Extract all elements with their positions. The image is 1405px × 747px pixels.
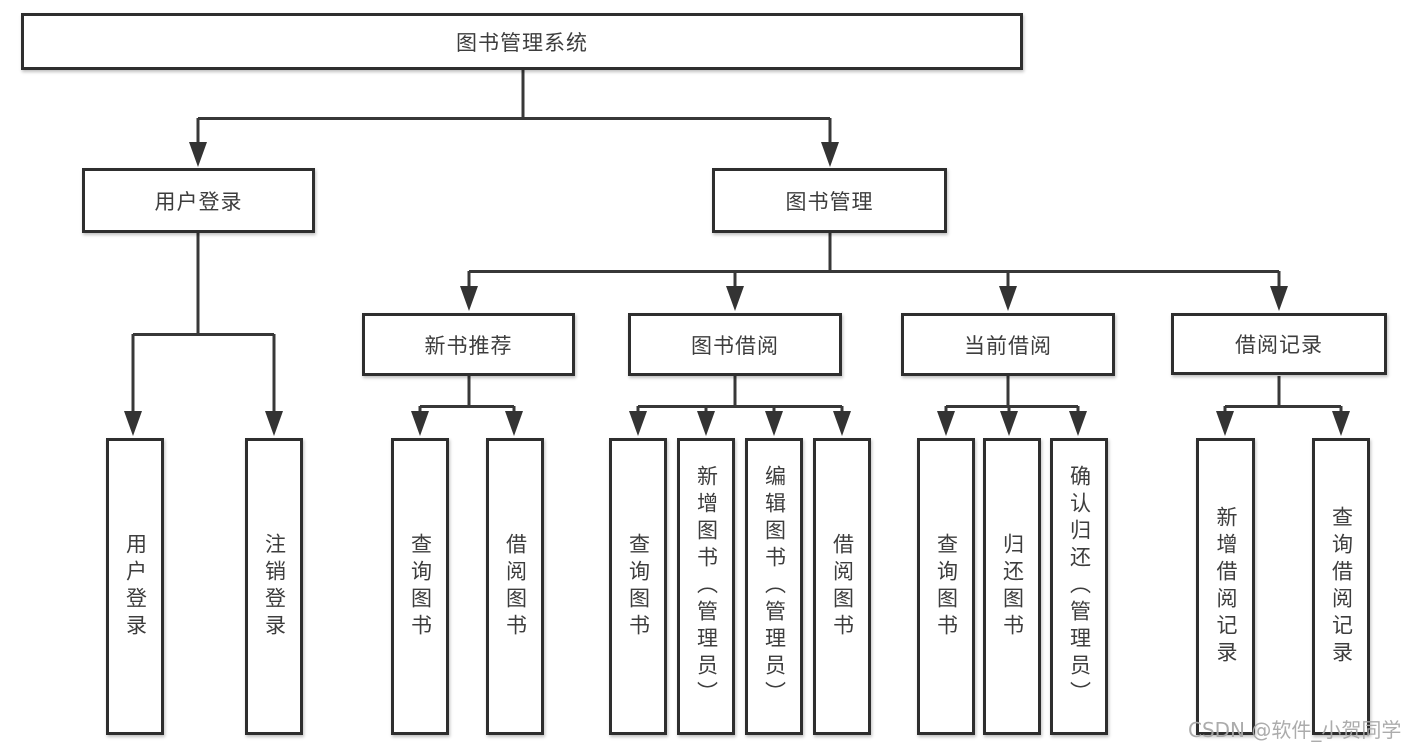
leaf-add-borrow-record: 新增借阅记录 [1196, 438, 1255, 735]
node-new-book-recommend: 新书推荐 [362, 313, 575, 376]
edge-borrow-record-children [1223, 376, 1343, 412]
leaf-label: 借阅图书 [830, 532, 855, 641]
leaf-label: 查询图书 [934, 532, 959, 641]
leaf-label: 确认归还（管理员） [1067, 465, 1092, 708]
leaf-borrow-books-recommend: 借阅图书 [486, 438, 544, 735]
arrowhead [505, 411, 523, 436]
node-label: 图书借阅 [691, 333, 779, 358]
leaf-label: 借阅图书 [503, 532, 528, 641]
edge-new-book-children [418, 376, 516, 412]
arrowhead [726, 286, 744, 311]
arrowhead [1216, 411, 1234, 436]
node-user-login: 用户登录 [82, 168, 315, 233]
leaf-add-book-admin: 新增图书（管理员） [677, 438, 735, 735]
arrowhead [189, 142, 207, 167]
node-book-borrowing: 图书借阅 [628, 313, 842, 376]
edge-root-to-branches [196, 70, 832, 142]
edge-book-mgmt-children [467, 233, 1281, 287]
arrowhead [697, 411, 715, 436]
node-book-management: 图书管理 [712, 168, 947, 233]
leaf-query-books-recommend: 查询图书 [391, 438, 449, 735]
leaf-label: 注销登录 [262, 532, 287, 641]
node-borrowing-records: 借阅记录 [1171, 313, 1387, 375]
leaf-logout: 注销登录 [245, 438, 303, 735]
leaf-confirm-return-admin: 确认归还（管理员） [1050, 438, 1108, 735]
leaf-return-book: 归还图书 [983, 438, 1041, 735]
node-label: 图书管理系统 [456, 30, 588, 55]
arrowhead [1000, 411, 1018, 436]
leaf-label: 用户登录 [123, 532, 148, 641]
leaf-label: 查询图书 [626, 532, 651, 641]
leaf-label: 新增图书（管理员） [694, 465, 719, 708]
node-label: 当前借阅 [964, 333, 1052, 358]
leaf-label: 编辑图书（管理员） [762, 465, 787, 708]
leaf-edit-book-admin: 编辑图书（管理员） [745, 438, 803, 735]
arrowhead [265, 411, 283, 436]
arrowhead [1270, 286, 1288, 311]
edge-user-login-children [131, 233, 276, 412]
arrowhead [999, 286, 1017, 311]
arrowhead [937, 411, 955, 436]
arrowhead [411, 411, 429, 436]
leaf-label: 归还图书 [1000, 532, 1025, 641]
node-label: 新书推荐 [424, 333, 513, 358]
leaf-label: 查询图书 [408, 532, 433, 641]
leaf-user-login: 用户登录 [106, 438, 164, 735]
arrowhead [124, 411, 142, 436]
node-library-management-system: 图书管理系统 [21, 13, 1023, 70]
node-label: 借阅记录 [1235, 333, 1323, 357]
arrowhead [629, 411, 647, 436]
node-label: 图书管理 [785, 189, 874, 214]
arrowhead [460, 286, 478, 311]
arrowhead [1332, 411, 1350, 436]
edge-current-borrow-children [944, 376, 1080, 412]
leaf-borrow-books: 借阅图书 [813, 438, 871, 735]
leaf-label: 查询借阅记录 [1329, 505, 1354, 668]
leaf-query-borrow-record: 查询借阅记录 [1312, 438, 1370, 735]
leaf-query-books-current: 查询图书 [917, 438, 975, 735]
arrowhead [765, 411, 783, 436]
arrowhead [821, 142, 839, 167]
edge-book-borrow-children [636, 376, 844, 412]
leaf-label: 新增借阅记录 [1214, 505, 1238, 668]
arrowhead [833, 411, 851, 436]
node-current-borrowing: 当前借阅 [901, 313, 1115, 376]
arrowhead [1069, 411, 1087, 436]
csdn-watermark: CSDN @软件_小贺同学 [1188, 718, 1402, 742]
leaf-query-books-borrowing: 查询图书 [609, 438, 667, 735]
node-label: 用户登录 [154, 189, 243, 214]
